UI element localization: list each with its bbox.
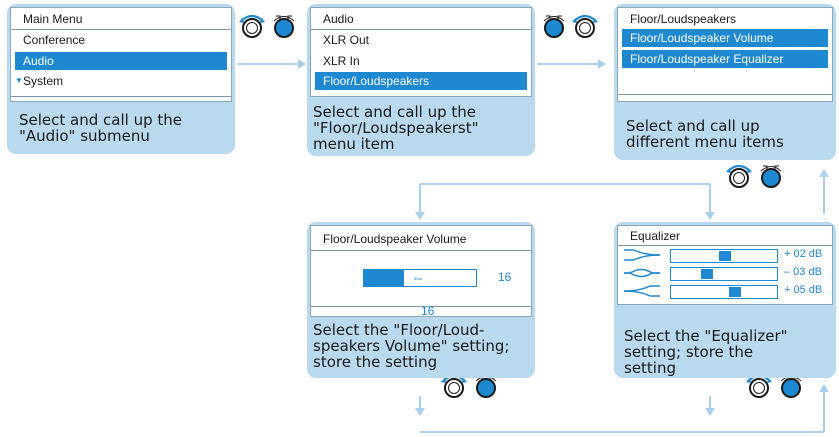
eq-slider-handle [719,251,731,261]
treble-filter-icon [624,249,661,261]
press-knob-icon [270,12,298,40]
eq-value-bass: + 05 dB [784,284,823,296]
menu-item-xlr-in[interactable]: XLR In [323,54,360,68]
step-audio-menu: Audio XLR Out XLR In Floor/Loudspeakers … [307,4,535,156]
volume-slider-fill [364,270,404,286]
display-floor-loudspeakers-menu: Floor/Loudspeakers Floor/Loudspeaker Vol… [617,7,833,102]
volume-value: 16 [498,270,512,284]
divider [618,94,832,95]
mid-filter-icon [624,268,660,278]
setting-title: Floor/Loudspeaker Volume [323,232,467,246]
bass-filter-icon [623,285,660,297]
eq-value-treble: + 02 dB [784,248,823,260]
eq-slider-handle [701,269,713,279]
step-floor-loudspeakers-menu: Floor/Loudspeakers Floor/Loudspeaker Vol… [614,4,836,160]
turn-knob-icon [725,162,753,190]
eq-band-bass[interactable] [670,285,778,299]
menu-item-conference[interactable]: Conference [23,33,86,47]
divider [311,250,531,251]
divider [11,96,231,97]
step-caption: Select the "Floor/Loud- speakers Volume"… [313,321,510,371]
menu-item-floor-loudspeakers[interactable]: Floor/Loudspeakers [315,72,527,90]
divider [618,245,832,246]
divider [311,306,531,307]
press-knob-icon [757,162,785,190]
step-caption: Select and call up different menu items [626,117,784,151]
display-main-menu: Main Menu Conference Audio ▼System [10,7,232,102]
menu-title: Main Menu [23,12,83,26]
turn-knob-icon [238,12,266,40]
eq-slider-handle [729,287,741,297]
eq-band-mid[interactable] [670,267,778,281]
display-equalizer-setting: Equalizer + 02 dB – 03 dB + 05 dB [617,225,833,305]
step-equalizer-setting: Equalizer + 02 dB – 03 dB + 05 dB Select… [614,222,836,378]
menu-title: Audio [323,12,354,26]
chevron-down-icon: ▼ [15,76,23,85]
step-caption: Select the "Equalizer" setting; store th… [624,327,788,377]
step-caption: Select and call up the "Floor/Loudspeake… [313,103,479,153]
step-caption: Select and call up the "Audio" submenu [19,111,182,145]
menu-item-audio[interactable]: Audio [15,52,227,70]
eq-value-mid: – 03 dB [784,266,822,278]
menu-title: Floor/Loudspeakers [630,12,737,26]
step-volume-setting: Floor/Loudspeaker Volume ⇔ 16 16 Select … [307,222,535,378]
divider [311,29,531,30]
menu-item-loudspeaker-volume[interactable]: Floor/Loudspeaker Volume [622,29,828,47]
display-volume-setting: Floor/Loudspeaker Volume ⇔ 16 16 [310,225,532,318]
menu-item-loudspeaker-equalizer[interactable]: Floor/Loudspeaker Equalizer [622,50,828,68]
menu-item-system[interactable]: ▼System [15,74,64,88]
turn-knob-icon [571,12,599,40]
menu-item-xlr-out[interactable]: XLR Out [323,33,370,47]
setting-title: Equalizer [630,229,681,243]
eq-band-treble[interactable] [670,249,778,263]
stored-volume-value: 16 [421,304,435,318]
divider [11,29,231,30]
volume-slider[interactable]: ⇔ [363,269,477,287]
step-main-menu: Main Menu Conference Audio ▼System Selec… [7,4,235,154]
press-knob-icon [540,12,568,40]
display-audio-menu: Audio XLR Out XLR In Floor/Loudspeakers [310,7,532,97]
double-arrow-icon: ⇔ [411,270,425,285]
